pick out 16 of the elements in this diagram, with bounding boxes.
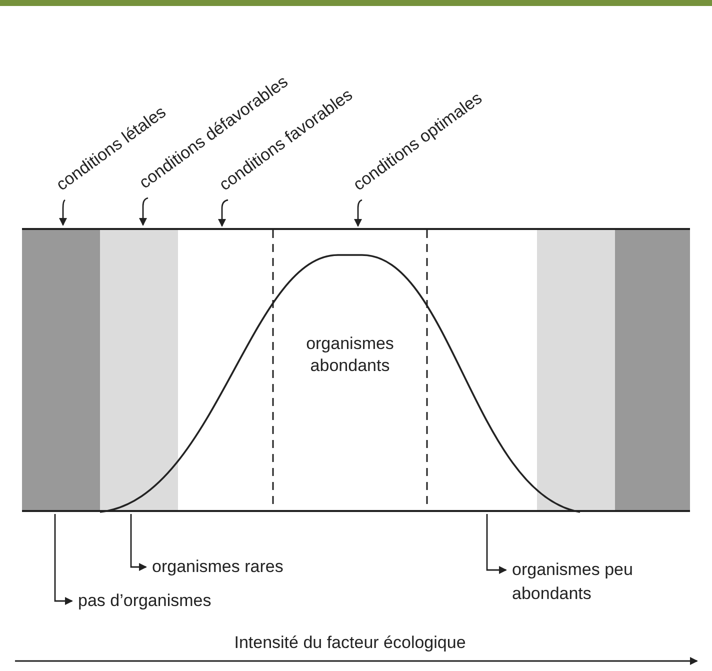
- leader-line: [139, 197, 148, 226]
- leader-line: [54, 514, 73, 605]
- node-label: organismes peu abondants: [512, 559, 634, 605]
- axis-label: Intensité du facteur écologique: [233, 632, 467, 654]
- shaded-zone: [615, 230, 690, 510]
- leader-line: [130, 514, 147, 571]
- band-frame: [22, 228, 690, 512]
- shaded-zone: [537, 230, 615, 510]
- leader-line: [354, 199, 362, 227]
- leader-line: [59, 200, 67, 226]
- node-label: organismes rares: [152, 556, 284, 578]
- node-label: organismes abondants: [305, 333, 395, 377]
- shaded-zone: [100, 230, 178, 510]
- node-label: pas d’organismes: [78, 590, 212, 612]
- shaded-zone: [22, 230, 100, 510]
- leader-line: [486, 514, 507, 574]
